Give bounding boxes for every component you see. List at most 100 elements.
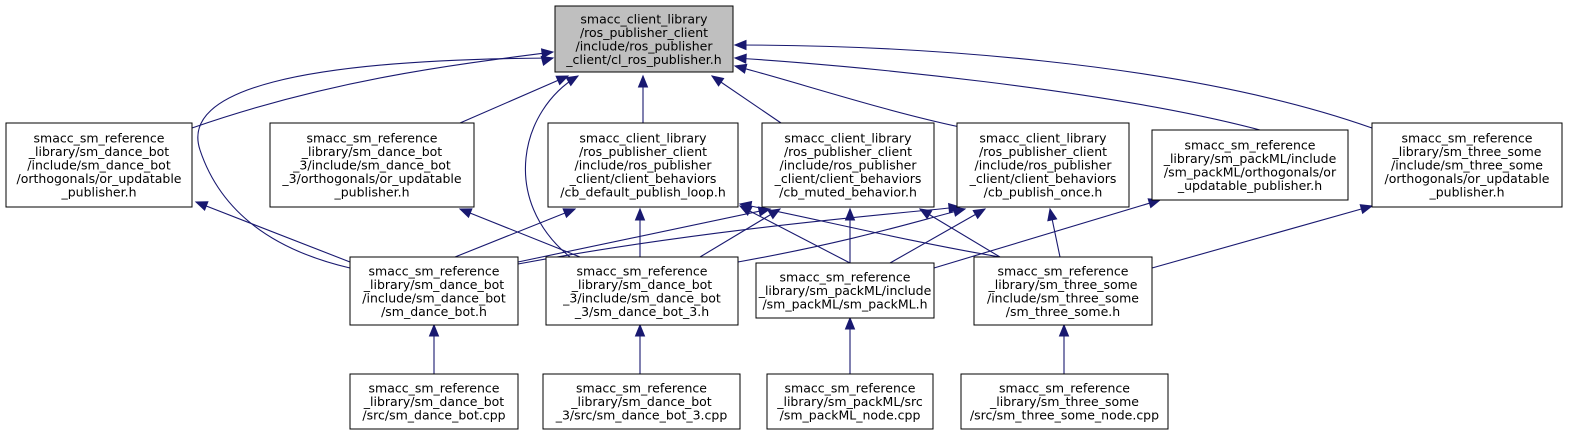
arrowhead-icon [733, 53, 747, 64]
node-label-line: _client/client_behaviors [569, 171, 717, 186]
edge-sm_dance_bot_3_cpp-to-sm_dance_bot_3_h [634, 323, 646, 374]
node-label-line: _library/sm_dance_bot [571, 277, 713, 292]
node-box[interactable] [956, 122, 1130, 208]
node-label-line: smacc_sm_reference [576, 381, 707, 396]
node-label-line: _3/src/sm_dance_bot_3.cpp [555, 408, 728, 423]
node-label-line: /src/sm_dance_bot.cpp [362, 408, 505, 423]
node-label-line: _3/include/sm_dance_bot [292, 158, 451, 173]
node-box[interactable] [547, 122, 739, 208]
node-label-line: /include/ros_publisher [575, 158, 713, 173]
arrowhead-icon [634, 207, 646, 221]
node-sm-dance-bot-3-cpp[interactable]: smacc_sm_reference_library/sm_dance_bot_… [542, 373, 741, 430]
arrowhead-icon [194, 201, 209, 212]
node-box[interactable] [542, 373, 741, 430]
node-label-line: /sm_packML/orthogonals/or [1164, 164, 1337, 179]
arrowhead-icon [710, 75, 725, 87]
node-sm-dance-bot-h[interactable]: smacc_sm_reference_library/sm_dance_bot/… [349, 256, 519, 326]
node-box[interactable] [349, 256, 519, 326]
edge-line [517, 206, 961, 265]
arrowhead-icon [540, 55, 555, 66]
arrowhead-icon [565, 75, 580, 87]
node-label-line: _library/sm_dance_bot [363, 394, 505, 409]
edge-sm_packml_h-to-or_updatable_packml [933, 198, 1162, 269]
arrowhead-icon [1047, 207, 1058, 222]
node-sm-dance-bot-3-h[interactable]: smacc_sm_reference_library/sm_dance_bot_… [545, 256, 739, 326]
node-box[interactable] [1371, 122, 1563, 208]
node-label-line: /cb_default_publish_loop.h [560, 185, 726, 200]
node-box[interactable] [1151, 129, 1349, 201]
node-cb-publish-once[interactable]: smacc_client_library/ros_publisher_clien… [956, 122, 1130, 208]
edge-line [524, 75, 579, 258]
node-or-updatable-dance3[interactable]: smacc_sm_reference_library/sm_dance_bot_… [269, 122, 475, 208]
arrowhead-icon [844, 316, 856, 330]
node-label-line: /ros_publisher_client [579, 144, 707, 159]
arrowhead-icon [428, 323, 440, 337]
edge-cb_muted_behavior-to-root [710, 75, 782, 124]
edge-line [734, 57, 1261, 131]
edge-sm_dance_bot_h-to-root [197, 55, 555, 269]
node-cb-default-publish-loop[interactable]: smacc_client_library/ros_publisher_clien… [547, 122, 739, 208]
node-sm-three-some-node-cpp[interactable]: smacc_sm_reference_library/sm_three_some… [960, 373, 1169, 430]
node-label-line: _publisher.h [61, 185, 137, 200]
node-box[interactable] [960, 373, 1169, 430]
edge-line [734, 44, 1373, 129]
node-or-updatable-packml[interactable]: smacc_sm_reference_library/sm_packML/inc… [1151, 129, 1349, 201]
node-label-line: smacc_sm_reference [780, 270, 911, 285]
edge-line [454, 208, 576, 258]
edge-sm_dance_bot_3_h-to-or_updatable_dance3 [458, 208, 581, 258]
graph-nodes: smacc_client_library/ros_publisher_clien… [5, 5, 1563, 430]
arrowhead-icon [733, 63, 748, 74]
arrowhead-icon [952, 206, 967, 217]
node-box[interactable] [269, 122, 475, 208]
edge-sm_dance_bot_3_h-to-root [524, 75, 580, 258]
arrowhead-icon [757, 206, 772, 217]
node-root[interactable]: smacc_client_library/ros_publisher_clien… [554, 5, 734, 73]
node-label-line: /include/ros_publisher [576, 38, 714, 53]
edge-cb_publish_once-to-root [733, 63, 961, 128]
node-box[interactable] [755, 262, 935, 319]
node-box[interactable] [973, 256, 1153, 326]
node-box[interactable] [761, 122, 935, 208]
node-label-line: _client/cl_ros_publisher.h [565, 52, 721, 67]
node-label-line: _library/sm_dance_bot [28, 144, 170, 159]
arrowhead-icon [767, 208, 782, 220]
node-label-line: _library/sm_packML/src [776, 394, 923, 409]
node-sm-dance-bot-cpp[interactable]: smacc_sm_reference_library/sm_dance_bot/… [349, 373, 519, 430]
edge-sm_three_some_node_cpp-to-sm_three_some_h [1058, 323, 1070, 374]
node-cb-muted-behavior[interactable]: smacc_client_library/ros_publisher_clien… [761, 122, 935, 208]
node-label-line: /sm_packML/sm_packML.h [762, 297, 927, 312]
node-label-line: _3/sm_dance_bot_3.h [574, 304, 709, 319]
node-box[interactable] [5, 122, 193, 208]
arrowhead-icon [458, 208, 473, 219]
node-box[interactable] [766, 373, 934, 430]
node-label-line: /include/ros_publisher [975, 158, 1113, 173]
node-box[interactable] [554, 5, 734, 73]
arrowhead-icon [733, 39, 747, 51]
node-label-line: _publisher.h [1429, 185, 1505, 200]
node-label-line: /sm_packML_node.cpp [780, 408, 921, 423]
node-label-line: _client/client_behaviors [969, 171, 1117, 186]
arrowhead-icon [1058, 323, 1070, 337]
node-or-updatable-three[interactable]: smacc_sm_reference_library/sm_three_some… [1371, 122, 1563, 208]
node-label-line: _3/include/sm_dance_bot [562, 290, 721, 305]
node-or-updatable-dance[interactable]: smacc_sm_reference_library/sm_dance_bot/… [5, 122, 193, 208]
arrowhead-icon [1359, 204, 1374, 215]
node-label-line: /include/sm_three_some [1391, 158, 1543, 173]
node-sm-packml-h[interactable]: smacc_sm_reference_library/sm_packML/inc… [755, 262, 935, 319]
node-label-line: _client/client_behaviors [774, 171, 922, 186]
arrowhead-icon [540, 48, 555, 59]
node-label-line: /include/sm_three_some [987, 290, 1139, 305]
edge-sm_dance_bot_h-to-cb_muted_behavior [517, 206, 772, 263]
node-box[interactable] [545, 256, 739, 326]
edge-line [1151, 205, 1373, 269]
node-label-line: _library/sm_packML/include [1163, 151, 1337, 166]
node-label-line: /orthogonals/or_updatable [17, 171, 182, 186]
node-label-line: _library/sm_three_some [988, 277, 1138, 292]
node-label-line: /ros_publisher_client [784, 144, 912, 159]
arrowhead-icon [738, 200, 753, 212]
node-sm-packml-node-cpp[interactable]: smacc_sm_reference_library/sm_packML/src… [766, 373, 934, 430]
node-sm-three-some-h[interactable]: smacc_sm_reference_library/sm_three_some… [973, 256, 1153, 326]
node-label-line: _library/sm_dance_bot [570, 394, 712, 409]
edge-sm_three_some_h-to-or_updatable_three [1151, 204, 1374, 269]
node-box[interactable] [349, 373, 519, 430]
